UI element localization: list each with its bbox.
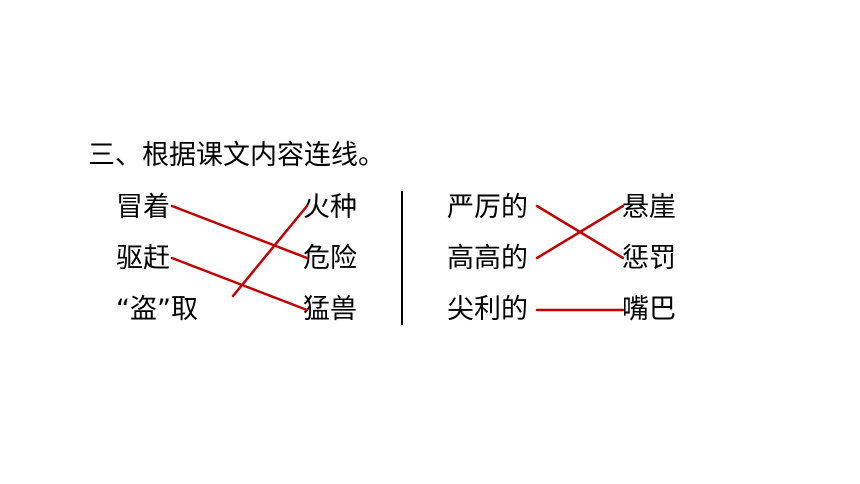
right-a-item: 严厉的 (447, 192, 528, 223)
left-b-item: 猛兽 (303, 294, 357, 325)
exercise-title: 三、根据课文内容连线。 (88, 140, 385, 171)
right-b-item: 悬崖 (622, 192, 676, 223)
left-a-item: “盗”取 (116, 294, 198, 325)
right-b-item: 惩罚 (622, 243, 676, 274)
answer-line (170, 256, 309, 312)
left-a-item: 驱赶 (116, 243, 170, 274)
left-a-item: 冒着 (116, 192, 170, 223)
answer-line (170, 204, 309, 260)
left-b-item: 危险 (303, 243, 357, 274)
right-a-item: 高高的 (447, 243, 528, 274)
answer-line (231, 204, 309, 298)
answer-line (535, 204, 625, 260)
group-divider (401, 191, 403, 325)
right-a-item: 尖利的 (447, 294, 528, 325)
right-b-item: 嘴巴 (622, 294, 676, 325)
left-b-item: 火种 (303, 192, 357, 223)
